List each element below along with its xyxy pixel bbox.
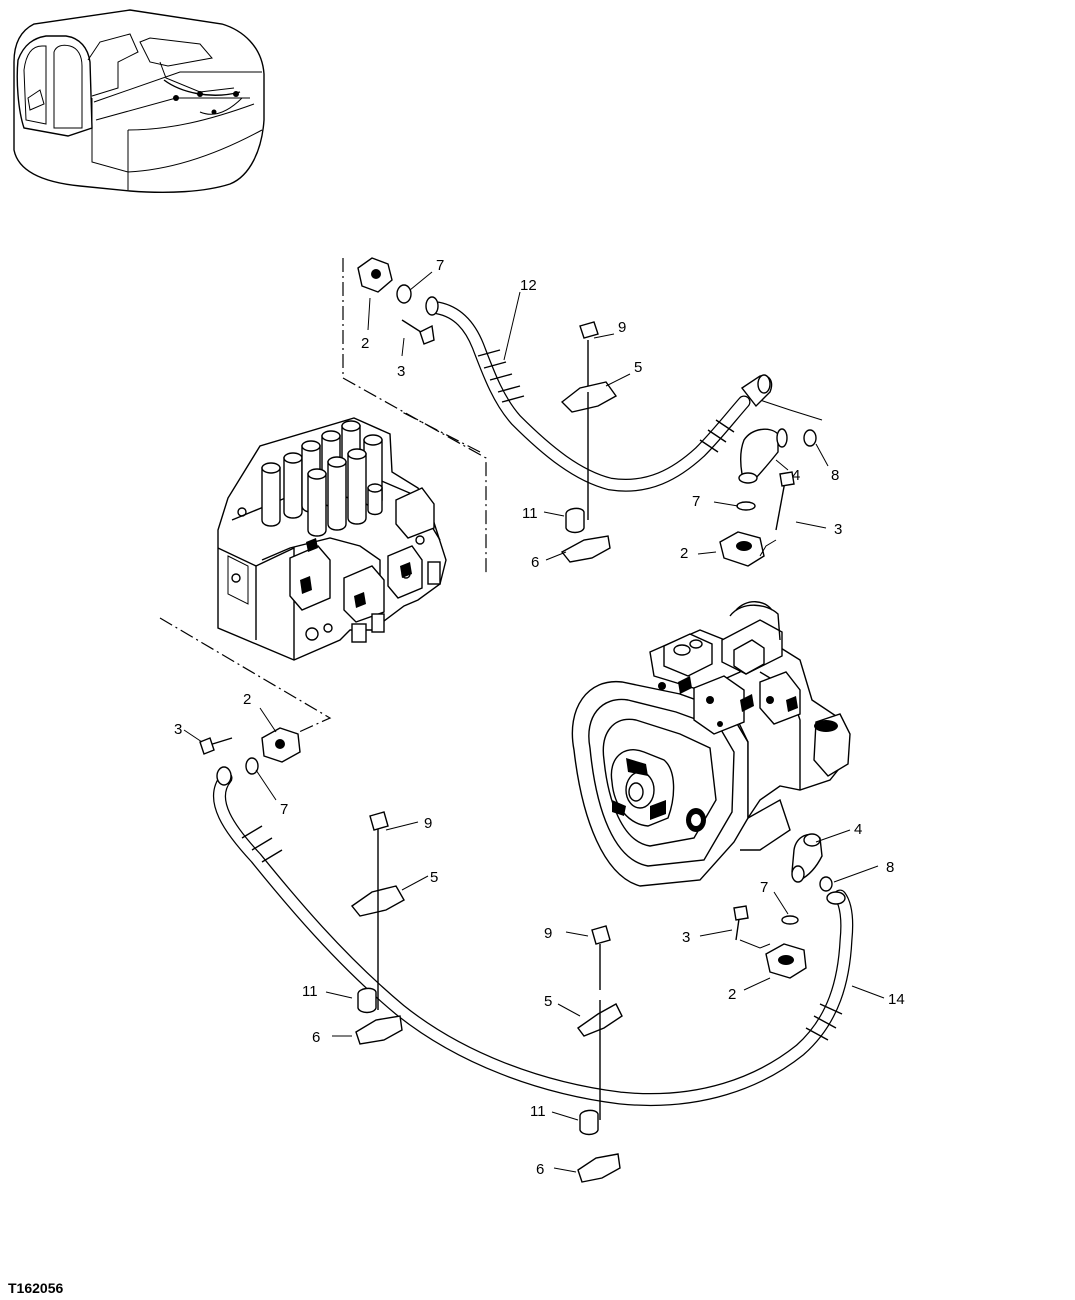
callout-8-a: 8 <box>831 467 839 484</box>
callout-11-c: 11 <box>530 1103 546 1120</box>
callout-2-b: 2 <box>680 545 688 562</box>
callout-3-d: 3 <box>682 929 690 946</box>
clamp-assembly-3 <box>577 925 623 1183</box>
callout-labels: 12 7 2 3 9 5 4 8 7 3 11 6 2 2 3 7 9 5 4 … <box>174 257 905 1178</box>
callout-9-a: 9 <box>618 319 626 336</box>
callout-3-a: 3 <box>397 363 405 380</box>
callout-5-a: 5 <box>634 359 642 376</box>
callout-9-c: 9 <box>544 925 552 942</box>
callout-7-a: 7 <box>436 257 444 274</box>
hydraulic-pump-assembly <box>571 601 851 887</box>
callout-7-d: 7 <box>760 879 768 896</box>
callout-6-a: 6 <box>531 554 539 571</box>
callout-11-a: 11 <box>522 505 538 522</box>
hose-12 <box>425 296 773 492</box>
callout-2-a: 2 <box>361 335 369 352</box>
clamp-assembly-2 <box>350 811 405 1045</box>
callout-3-b: 3 <box>834 521 842 538</box>
callout-11-b: 11 <box>302 983 318 1000</box>
leader-lines <box>183 271 885 1173</box>
figure-id-label: T162056 <box>8 1280 64 1296</box>
machine-locator-icon <box>13 9 265 194</box>
callout-12-top: 12 <box>520 277 537 294</box>
control-valve-assembly <box>217 417 447 661</box>
callout-6-c: 6 <box>536 1161 544 1178</box>
hose-14 <box>212 766 854 1107</box>
callout-4-a: 4 <box>792 467 800 484</box>
clamp-assembly-1 <box>560 321 618 563</box>
callout-5-c: 5 <box>544 993 552 1010</box>
callout-6-b: 6 <box>312 1029 320 1046</box>
callout-3-c: 3 <box>174 721 182 738</box>
callout-2-d: 2 <box>728 986 736 1003</box>
callout-5-b: 5 <box>430 869 438 886</box>
callout-7-c: 7 <box>280 801 288 818</box>
callout-14: 14 <box>888 991 905 1008</box>
fittings <box>199 257 833 979</box>
callout-4-b: 4 <box>854 821 862 838</box>
callout-7-b: 7 <box>692 493 700 510</box>
callout-9-b: 9 <box>424 815 432 832</box>
valve-spools <box>261 420 383 537</box>
callout-2-c: 2 <box>243 691 251 708</box>
callout-8-b: 8 <box>886 859 894 876</box>
